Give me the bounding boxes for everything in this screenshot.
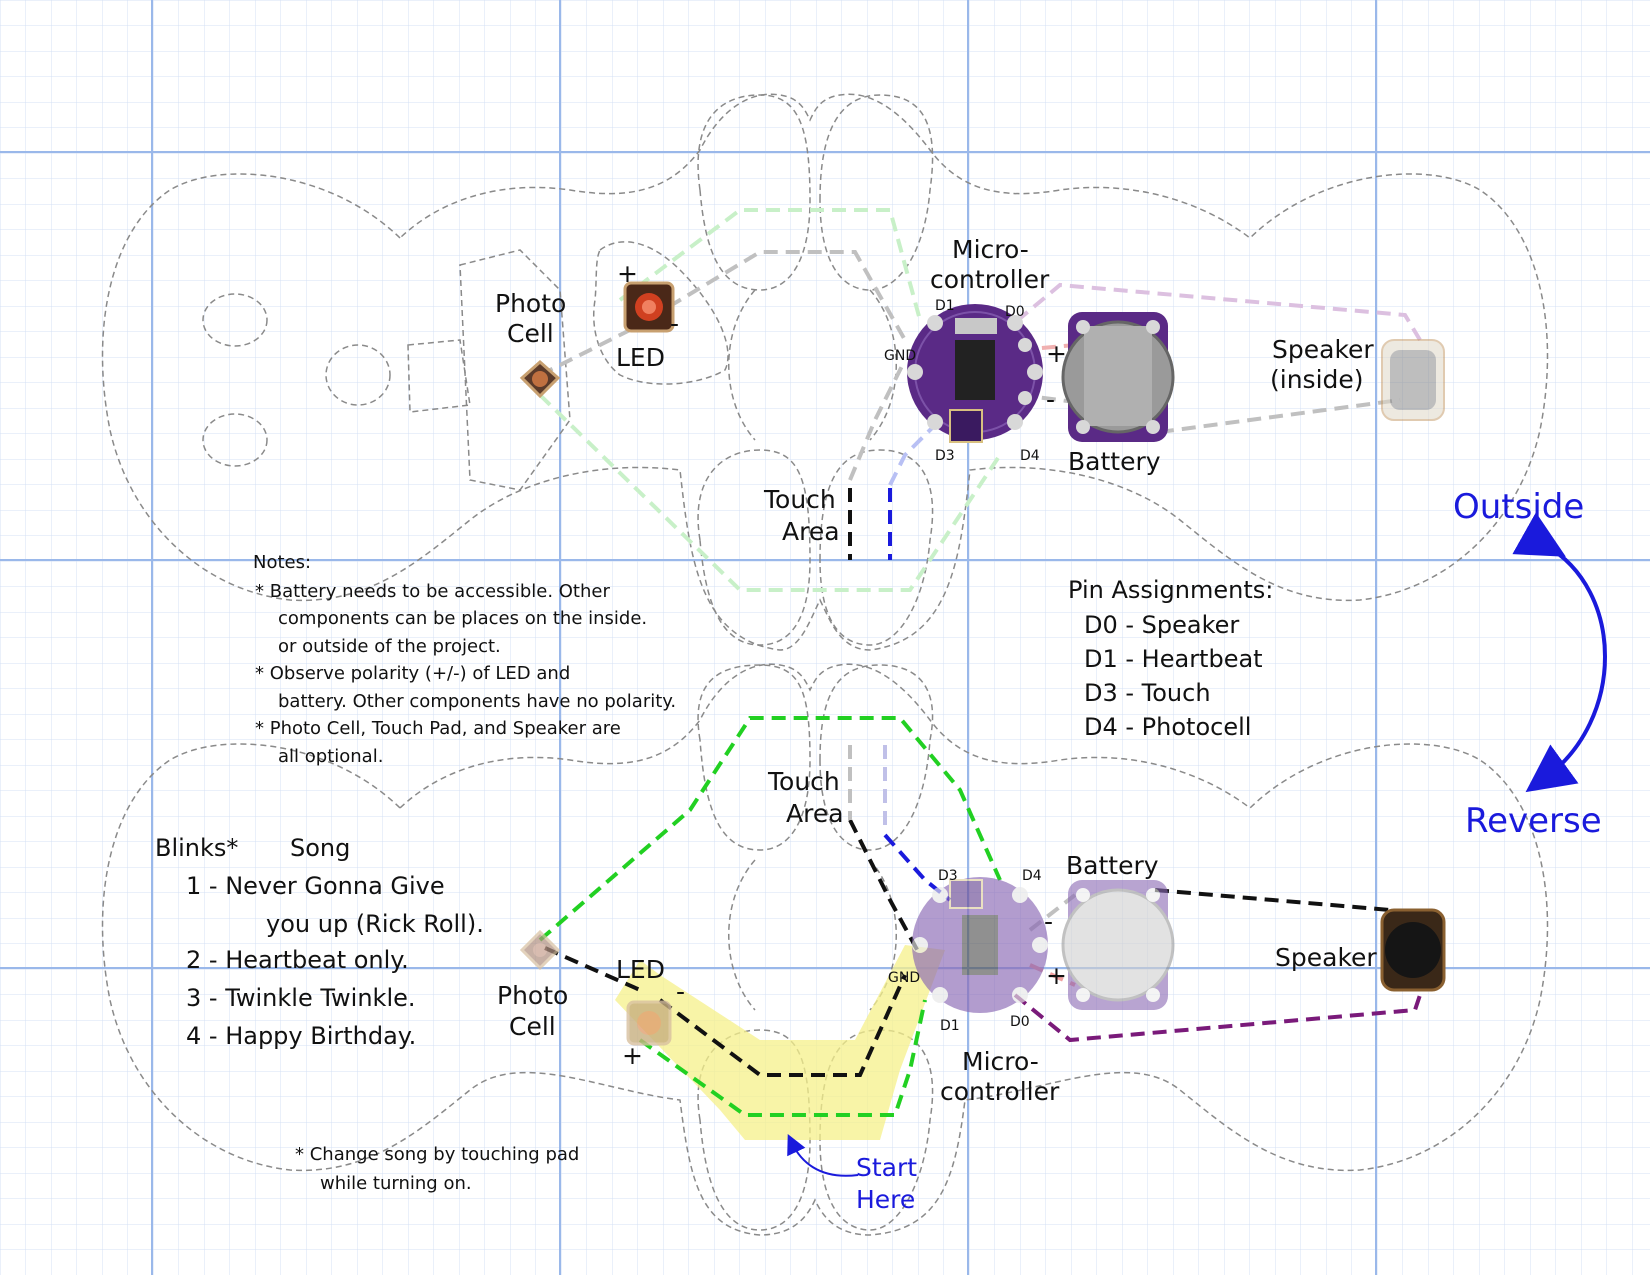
top-speaker: [1381, 339, 1445, 421]
bottom-touch-label-2: Area: [786, 799, 844, 828]
top-wire-touch-d3: [888, 418, 942, 486]
top-photo-cell: [519, 359, 561, 399]
notes-line-3: or outside of the project.: [278, 636, 501, 657]
top-speaker-label-2: (inside): [1270, 365, 1364, 394]
top-pin-d1: D1: [935, 298, 955, 314]
top-micro-label-2: controller: [930, 265, 1050, 294]
notes-line-4: * Observe polarity (+/-) of LED and: [255, 663, 570, 684]
bottom-photo-cell-label-2: Cell: [509, 1012, 556, 1041]
notes-title: Notes:: [253, 552, 311, 573]
reverse-label: Reverse: [1465, 801, 1602, 841]
bottom-wire-touch-gnd: [848, 819, 922, 956]
bottom-led-label: LED: [616, 955, 665, 984]
top-led: [623, 281, 675, 333]
bottom-battery: [1061, 880, 1175, 1010]
top-pin-d3: D3: [935, 448, 955, 464]
pin-assignment-d3: D3 - Touch: [1084, 679, 1211, 707]
bottom-wire-photocell-gnd: [544, 946, 641, 992]
outside-reverse-arrow: [1512, 512, 1607, 793]
song-item-1-cont: you up (Rick Roll).: [266, 910, 484, 938]
bottom-photo-cell-label-1: Photo: [497, 981, 568, 1010]
song-footnote-2: while turning on.: [320, 1173, 472, 1194]
bottom-pin-d4: D4: [1022, 868, 1042, 884]
bottom-speaker: [1380, 908, 1446, 992]
top-led-minus: -: [670, 309, 679, 338]
start-highlight: [615, 945, 945, 1140]
song-item-2: 2 - Heartbeat only.: [186, 946, 409, 974]
top-microcontroller: [907, 304, 1043, 443]
top-pin-gnd: GND: [884, 348, 916, 364]
top-battery-label: Battery: [1068, 447, 1161, 476]
notes-line-2: components can be places on the inside.: [278, 608, 647, 629]
bottom-wire-photocell-d4: [538, 716, 1002, 942]
top-speaker-label-1: Speaker: [1272, 335, 1374, 364]
bottom-wires: [538, 716, 1427, 1117]
outside-label: Outside: [1453, 487, 1584, 527]
bottom-micro-label-1: Micro-: [962, 1047, 1039, 1076]
bottom-pin-d3: D3: [938, 868, 958, 884]
top-touch-label-2: Area: [782, 517, 840, 546]
song-list-block: Blinks* Song 1 - Never Gonna Give you up…: [155, 834, 579, 1194]
start-label-2: Here: [856, 1185, 915, 1214]
top-wire-photocell-d4: [538, 393, 1002, 592]
top-battery: [1061, 312, 1175, 442]
top-micro-label-1: Micro-: [952, 235, 1029, 264]
top-wires: [538, 208, 1422, 592]
song-item-3: 3 - Twinkle Twinkle.: [186, 984, 416, 1012]
top-touch-area: [848, 488, 892, 560]
notes-line-7: all optional.: [278, 746, 383, 767]
top-touch-label-1: Touch: [763, 485, 836, 514]
bottom-led-plus: +: [622, 1041, 643, 1070]
bottom-led: [626, 1000, 672, 1046]
notes-line-1: * Battery needs to be accessible. Other: [255, 581, 610, 602]
top-pin-d4: D4: [1020, 448, 1040, 464]
top-pattern-outline: [101, 93, 1549, 651]
bottom-pin-d1: D1: [940, 1018, 960, 1034]
song-header-blinks: Blinks*: [155, 834, 238, 862]
top-led-label: LED: [616, 343, 665, 372]
pin-assignment-d0: D0 - Speaker: [1084, 611, 1239, 639]
start-label-1: Start: [856, 1153, 917, 1182]
notes-line-6: * Photo Cell, Touch Pad, and Speaker are: [255, 718, 621, 739]
top-photo-cell-label-1: Photo: [495, 289, 566, 318]
pin-assignments-title: Pin Assignments:: [1068, 576, 1273, 604]
pin-assignment-d4: D4 - Photocell: [1084, 713, 1251, 741]
start-here-arrow: [787, 1133, 859, 1177]
pin-assignment-d1: D1 - Heartbeat: [1084, 645, 1263, 673]
bottom-wire-speaker-d0: [1013, 979, 1427, 1043]
top-photo-cell-label-2: Cell: [507, 319, 554, 348]
top-pin-d0: D0: [1005, 304, 1025, 320]
song-item-4: 4 - Happy Birthday.: [186, 1022, 416, 1050]
bottom-batt-plus: +: [1046, 961, 1067, 990]
bottom-speaker-label: Speaker: [1275, 943, 1377, 972]
bottom-microcontroller: [912, 877, 1048, 1013]
top-batt-plus: +: [1046, 339, 1067, 368]
bottom-micro-label-2: controller: [940, 1077, 1060, 1106]
song-header-song: Song: [290, 834, 350, 862]
song-footnote-1: * Change song by touching pad: [295, 1144, 579, 1165]
bottom-pin-gnd: GND: [888, 970, 920, 986]
bottom-pin-d0: D0: [1010, 1014, 1030, 1030]
bottom-touch-label-1: Touch: [767, 767, 840, 796]
notes-block: Notes: * Battery needs to be accessible.…: [253, 552, 676, 767]
bottom-wire-speaker-batt: [1154, 888, 1391, 912]
top-wire-speaker-d0: [998, 282, 1422, 342]
top-wire-led-gnd: [648, 250, 907, 341]
top-batt-minus: -: [1046, 385, 1055, 414]
bottom-led-minus: -: [676, 977, 685, 1006]
bottom-batt-minus: -: [1044, 907, 1053, 936]
pin-assignments-block: Pin Assignments: D0 - Speaker D1 - Heart…: [1068, 576, 1273, 741]
bottom-photo-cell: [519, 929, 561, 971]
top-wire-led-d1: [618, 208, 922, 321]
top-wire-speaker-batt: [1159, 398, 1401, 434]
song-item-1: 1 - Never Gonna Give: [186, 872, 445, 900]
top-led-plus: +: [617, 259, 638, 288]
notes-line-5: battery. Other components have no polari…: [278, 691, 676, 712]
bottom-battery-label: Battery: [1066, 851, 1159, 880]
